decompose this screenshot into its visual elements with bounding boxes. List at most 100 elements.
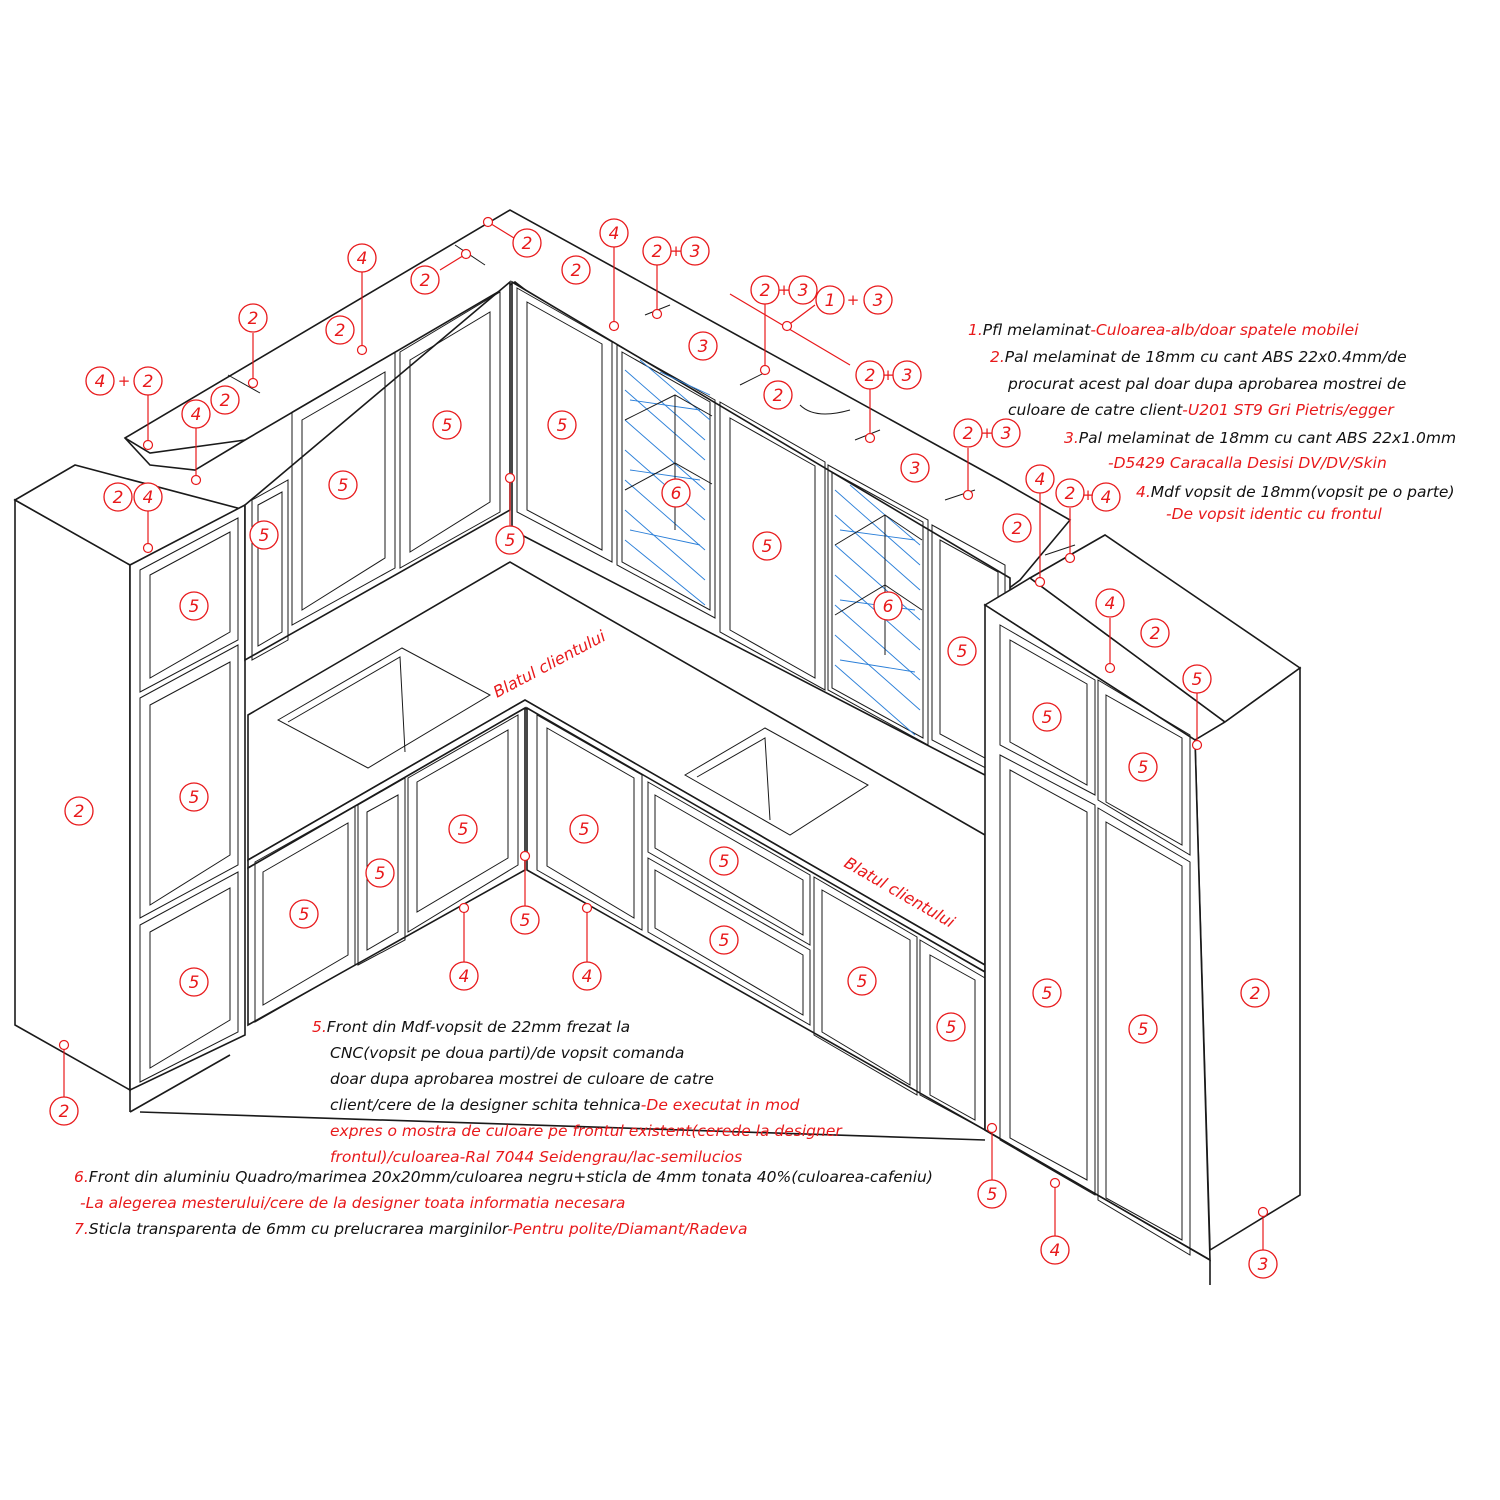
- callout-number: 1: [825, 291, 836, 311]
- callout-f11: 6: [873, 591, 903, 621]
- callout-number: 5: [520, 911, 531, 931]
- legend-5-cont-2: doar dupa aprobarea mostrei de culoare d…: [330, 1070, 714, 1088]
- callout-c_2_d: 2: [1002, 513, 1032, 543]
- right-tall-cabinet: [983, 534, 1302, 1285]
- callout-circle: [64, 796, 94, 826]
- callout-number: 4: [1101, 488, 1112, 508]
- callout-number: 5: [189, 973, 200, 993]
- callout-f22: 5: [936, 1012, 966, 1042]
- callout-circle: [1128, 752, 1158, 782]
- callout-number: 5: [719, 852, 730, 872]
- legend-4-highlight: -De vopsit identic cu frontul: [1166, 505, 1383, 523]
- callout-circle: [85, 366, 115, 396]
- callout-circle: [855, 360, 885, 390]
- callout-number: 3: [902, 366, 913, 386]
- callout-circle: [1140, 618, 1170, 648]
- callout-circle: [347, 243, 377, 273]
- callout-number: 5: [375, 864, 386, 884]
- callout-number: 3: [690, 242, 701, 262]
- callout-number: 5: [338, 476, 349, 496]
- callout-number: 3: [873, 291, 884, 311]
- callout-circle: [1032, 978, 1062, 1008]
- callout-circle: [892, 360, 922, 390]
- callout-number: 2: [1250, 984, 1261, 1004]
- callout-circle: [863, 285, 893, 315]
- callout-c_4_d: 4: [599, 218, 629, 248]
- callout-number: 5: [719, 931, 730, 951]
- callout-circle: [133, 482, 163, 512]
- legend-3-highlight: -D5429 Caracalla Desisi DV/DV/Skin: [1108, 454, 1387, 472]
- callout-number: 5: [505, 531, 516, 551]
- callout-circle: [449, 961, 479, 991]
- callout-circle: [1240, 978, 1270, 1008]
- callout-c_4_b: 4: [181, 399, 211, 429]
- callout-c_2_lb: 2: [49, 1096, 79, 1126]
- callout-f6: 5: [179, 591, 209, 621]
- legend-3: 3.Pal melaminat de 18mm cu cant ABS 22x1…: [1064, 429, 1456, 447]
- callout-number: 4: [582, 967, 593, 987]
- callout-circle: [642, 236, 672, 266]
- callout-circle: [953, 418, 983, 448]
- callout-circle: [572, 961, 602, 991]
- callout-number: 3: [910, 459, 921, 479]
- callout-number: 2: [571, 261, 582, 281]
- callout-circle: [49, 1096, 79, 1126]
- callout-number: 2: [248, 309, 259, 329]
- callout-circle: [750, 275, 780, 305]
- legend-6: 6.Front din aluminiu Quadro/marimea 20x2…: [74, 1168, 933, 1186]
- callout-c_3_t2: 3: [900, 453, 930, 483]
- callout-circle: [547, 410, 577, 440]
- callout-number: 2: [335, 321, 346, 341]
- callout-c_23b3: 3: [788, 275, 818, 305]
- legend-2-cont-2: culoare de catre client-U201 ST9 Gri Pie…: [1008, 401, 1395, 419]
- callout-number: 2: [59, 1102, 70, 1122]
- callout-number: 5: [762, 537, 773, 557]
- callout-circle: [1091, 482, 1121, 512]
- callout-b_5a: 5: [510, 905, 540, 935]
- callout-number: 2: [1065, 484, 1076, 504]
- callout-number: 5: [189, 788, 200, 808]
- callout-number: 4: [459, 967, 470, 987]
- legend-2: 2.Pal melaminat de 18mm cu cant ABS 22x0…: [990, 348, 1407, 366]
- callout-number: 2: [143, 372, 154, 392]
- callout-c_2_t5: 2: [325, 315, 355, 345]
- legend-5-hl-cont-1: expres o mostra de culoare pe frontul ex…: [330, 1122, 843, 1140]
- callout-circle: [873, 591, 903, 621]
- callout-f20: 5: [709, 925, 739, 955]
- callout-c_4_top1: 4: [347, 243, 377, 273]
- plus-sign-0: +: [118, 372, 131, 390]
- callout-f21: 5: [847, 966, 877, 996]
- callout-circle: [1095, 588, 1125, 618]
- callout-c_23_a2: 2: [642, 236, 672, 266]
- legend-1: 1.Pfl melaminat-Culoarea-alb/doar spatel…: [968, 321, 1359, 339]
- callout-c_2_t6: 2: [210, 385, 240, 415]
- legend-6-highlight: -La alegerea mesterului/cere de la desig…: [80, 1194, 625, 1212]
- callout-number: 5: [857, 972, 868, 992]
- legend-5-hl-cont-2: frontul)/culoarea-Ral 7044 Seidengrau/la…: [330, 1148, 742, 1166]
- callout-circle: [569, 814, 599, 844]
- callout-number: 4: [1035, 470, 1046, 490]
- callout-number: 6: [671, 484, 682, 504]
- callout-number: 5: [189, 597, 200, 617]
- callout-circle: [763, 380, 793, 410]
- callout-number: 5: [1042, 984, 1053, 1004]
- callout-circle: [752, 531, 782, 561]
- callout-f7: 5: [179, 782, 209, 812]
- callout-c_13_3: 3: [863, 285, 893, 315]
- callout-circle: [181, 399, 211, 429]
- legend-5-cont-3: client/cere de la designer schita tehnic…: [330, 1096, 800, 1114]
- plus-sign-5: +: [981, 424, 994, 442]
- callout-c_2_c: 2: [1140, 618, 1170, 648]
- callout-number: 6: [883, 597, 894, 617]
- callout-c_4_c2: 4: [1095, 588, 1125, 618]
- callout-c_23_a3: 3: [680, 236, 710, 266]
- callout-circle: [900, 453, 930, 483]
- callout-f4: 5: [249, 520, 279, 550]
- callout-circle: [179, 782, 209, 812]
- callout-circle: [1182, 664, 1212, 694]
- callout-circle: [709, 925, 739, 955]
- callout-circle: [103, 482, 133, 512]
- callout-number: 5: [442, 416, 453, 436]
- callout-f16: 5: [1128, 1014, 1158, 1044]
- callout-f18: 5: [569, 814, 599, 844]
